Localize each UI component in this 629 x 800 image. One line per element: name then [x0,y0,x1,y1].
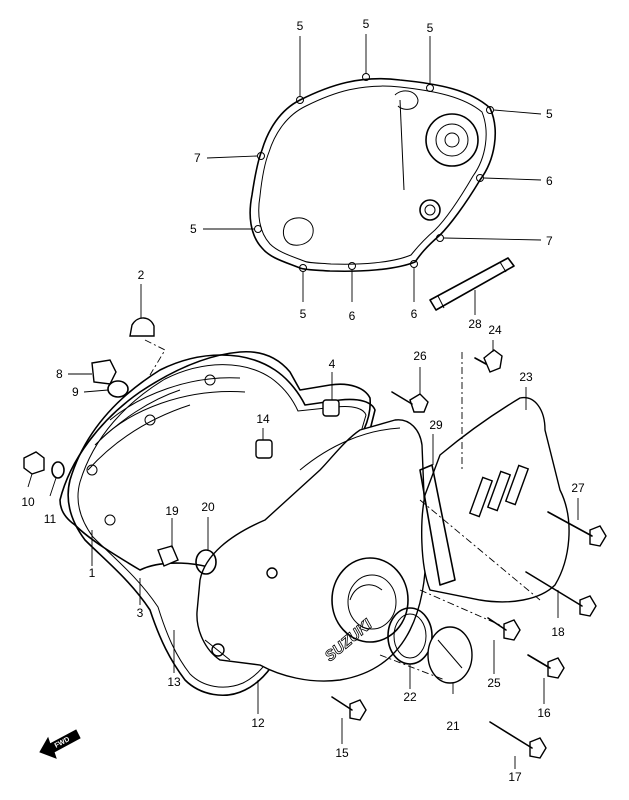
callout-6: 6 [411,307,418,321]
callout-22: 22 [403,690,417,704]
bolts [331,349,607,759]
plug-small [157,545,179,567]
callout-5: 5 [297,19,304,33]
callout-4: 4 [329,357,336,371]
drain-bolt [23,451,45,475]
generator-cover: SUZUKI [196,419,427,682]
callout-15: 15 [335,746,349,760]
callout-labels: 5 5 5 5 7 6 5 7 5 6 6 28 2 24 8 26 4 23 … [21,17,585,784]
dowel-pin [255,439,273,459]
callout-17: 17 [508,770,522,784]
callout-18: 18 [551,625,565,639]
forward-direction-arrow: FWD [39,729,81,759]
sprocket-cover [419,396,570,603]
callout-5: 5 [427,21,434,35]
clutch-cover-gasket [249,73,496,273]
callout-5: 5 [300,307,307,321]
breather-tube [429,257,515,311]
callout-16: 16 [537,706,551,720]
gasket-washer [51,461,65,479]
oil-filler-cap [129,317,155,337]
callout-28: 28 [468,317,482,331]
callout-26: 26 [413,349,427,363]
callout-6: 6 [546,174,553,188]
assembly-lines [144,339,541,681]
callout-2: 2 [138,268,145,282]
callout-23: 23 [519,370,533,384]
callout-5: 5 [190,222,197,236]
dowel-pin-upper [322,399,340,417]
callout-24: 24 [488,323,502,337]
callout-14: 14 [256,412,270,426]
callout-21: 21 [446,719,460,733]
callout-12: 12 [251,716,265,730]
seal-ring [195,549,217,575]
callout-9: 9 [72,385,79,399]
oil-level-plug [91,359,117,385]
callout-25: 25 [487,676,501,690]
callout-5: 5 [546,107,553,121]
crankcase-cover [59,350,371,591]
callout-11: 11 [44,512,57,526]
o-ring [107,380,129,398]
callout-5: 5 [363,17,370,31]
callout-19: 19 [165,504,179,518]
callout-27: 27 [571,481,585,495]
callout-3: 3 [137,606,144,620]
callout-10: 10 [21,495,35,509]
callout-8: 8 [56,367,63,381]
callout-leaders [27,34,579,769]
callout-13: 13 [167,675,181,689]
callout-29: 29 [429,418,443,432]
inspection-plug [427,626,473,684]
callout-7: 7 [546,234,553,248]
callout-20: 20 [201,500,215,514]
callout-1: 1 [89,566,96,580]
callout-7: 7 [194,151,201,165]
callout-6: 6 [349,309,356,323]
